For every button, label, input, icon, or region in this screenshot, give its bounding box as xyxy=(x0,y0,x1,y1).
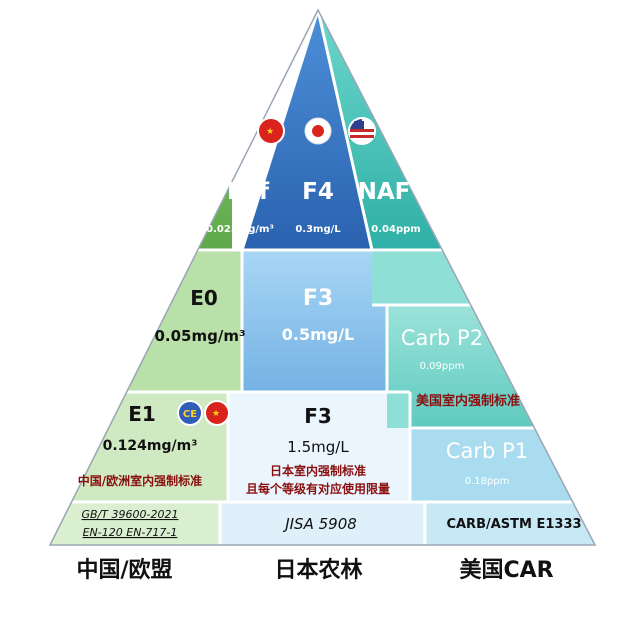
right-middle-top-cell xyxy=(372,250,595,305)
e1-value: 0.124mg/m³ xyxy=(103,438,198,454)
gb-standard-line-1: GB/T 39600-2021 xyxy=(82,508,179,521)
japan-flag-icon xyxy=(304,117,332,145)
carb-standard: CARB/ASTM E1333 xyxy=(446,517,581,532)
svg-text:★: ★ xyxy=(212,409,220,419)
region-label-china-eu: 中国/欧盟 xyxy=(76,558,173,583)
gb-standard-line-2: EN-120 EN-717-1 xyxy=(83,526,178,539)
carb-p2-note: 美国室内强制标准 xyxy=(416,393,520,409)
carb-p2-label: Carb P2 xyxy=(401,326,483,350)
e1-note: 中国/欧洲室内强制标准 xyxy=(78,473,202,488)
e0-label: E0 xyxy=(190,286,218,310)
center-middle-cell xyxy=(242,250,387,392)
enf-value: 0.025mg/m³ xyxy=(206,224,274,235)
china-flag-icon: ★ xyxy=(204,400,230,426)
carb-p2-value: 0.09ppm xyxy=(420,361,465,372)
usa-flag-icon xyxy=(348,117,376,145)
china-flag-icon: ★ xyxy=(257,117,285,145)
e1-label: E1 xyxy=(128,402,156,426)
center-lower-cell xyxy=(228,392,410,502)
e0-value: 0.05mg/m³ xyxy=(154,327,245,345)
naf-value: 0.04ppm xyxy=(371,224,420,235)
center-standard-cell xyxy=(220,502,425,545)
enf-label: Enf xyxy=(227,179,270,205)
svg-text:CE: CE xyxy=(183,409,197,420)
left-standard-cell xyxy=(50,502,220,545)
region-label-usa: 美国CAR xyxy=(459,558,554,583)
carb-p1-label: Carb P1 xyxy=(446,439,528,463)
region-label-japan: 日本农林 xyxy=(274,558,363,583)
f3-low-value: 1.5mg/L xyxy=(287,438,349,456)
f3-low-note-2: 且每个等级有对应使用限量 xyxy=(246,481,390,496)
carb-p1-value: 0.18ppm xyxy=(465,476,510,487)
f3-low-note-1: 日本室内强制标准 xyxy=(270,463,366,478)
f3-mid-label: F3 xyxy=(303,286,333,311)
f4-value: 0.3mg/L xyxy=(295,224,341,235)
f4-label: F4 xyxy=(302,179,334,205)
f3-low-label: F3 xyxy=(304,404,332,428)
naf-label: NAF xyxy=(358,179,411,205)
svg-text:★: ★ xyxy=(266,127,274,137)
f3-mid-value: 0.5mg/L xyxy=(282,325,355,344)
eu-circle-icon: CE xyxy=(177,400,203,426)
right-standard-cell xyxy=(425,502,595,545)
jisa-standard: JISA 5908 xyxy=(282,515,357,533)
left-middle-cell xyxy=(50,250,242,392)
